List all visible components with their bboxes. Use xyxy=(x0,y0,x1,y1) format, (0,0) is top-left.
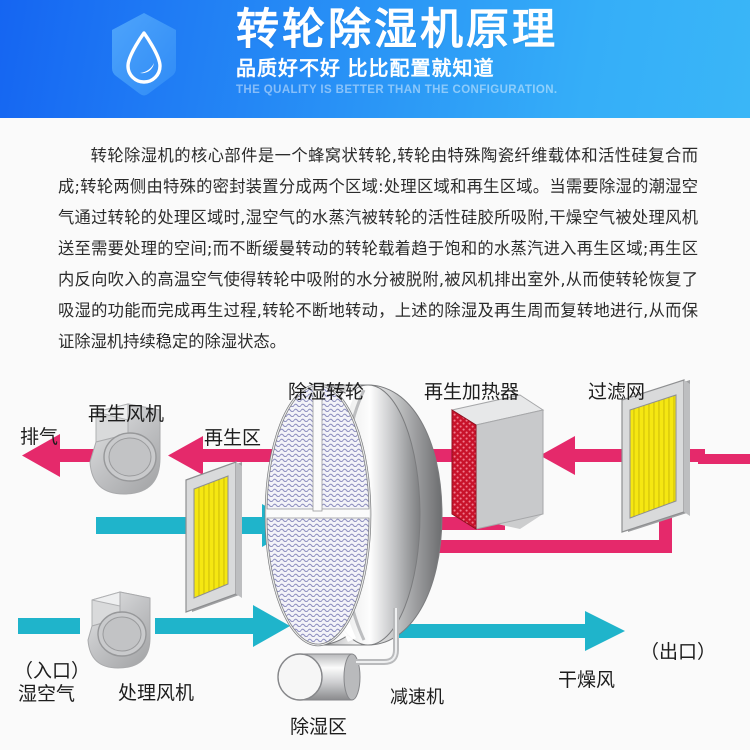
label-outlet: （出口） xyxy=(640,641,717,663)
page-title: 转轮除湿机原理 xyxy=(236,6,558,54)
header-text-block: 转轮除湿机原理 品质好不好 比比配置就知道 THE QUALITY IS BET… xyxy=(236,4,746,114)
regeneration-fan xyxy=(89,403,161,495)
label-dry-air: 干燥风 xyxy=(558,669,616,691)
label-process-fan: 处理风机 xyxy=(118,682,195,704)
label-regen-zone: 再生区 xyxy=(204,427,262,449)
article-paragraph: 转轮除湿机的核心部件是一个蜂窝状转轮,转轮由特殊陶瓷纤维载体和活性硅复合而成;转… xyxy=(58,146,698,351)
label-exhaust: 排气 xyxy=(20,426,59,448)
regen-filter-panel xyxy=(185,461,242,613)
page-subtitle-english: THE QUALITY IS BETTER THAN THE CONFIGURA… xyxy=(236,82,558,96)
inlet-filter-screen xyxy=(621,379,690,533)
label-humid-air: 湿空气 xyxy=(18,683,76,705)
process-fan xyxy=(87,591,151,669)
dehumidifier-rotor-diagram: 排气 再生风机 再生区 除湿转轮 再生加热器 过滤网 （入口） 湿空气 处理风机… xyxy=(0,362,750,750)
label-dehumid-zone: 除湿区 xyxy=(290,716,348,738)
regeneration-heater xyxy=(450,394,545,530)
label-gearbox: 减速机 xyxy=(390,687,444,708)
label-regen-heater: 再生加热器 xyxy=(424,381,520,403)
label-inlet: （入口） xyxy=(14,660,91,682)
page-subtitle: 品质好不好 比比配置就知道 xyxy=(236,58,495,80)
gearbox-motor xyxy=(277,608,399,701)
water-drop-hexagon-icon xyxy=(106,11,182,99)
label-regen-fan: 再生风机 xyxy=(88,403,165,425)
desiccant-rotor-wheel xyxy=(264,383,443,647)
header-banner: 转轮除湿机原理 品质好不好 比比配置就知道 THE QUALITY IS BET… xyxy=(0,0,750,118)
label-rotor: 除湿转轮 xyxy=(288,381,365,403)
label-filter-screen: 过滤网 xyxy=(588,381,646,403)
